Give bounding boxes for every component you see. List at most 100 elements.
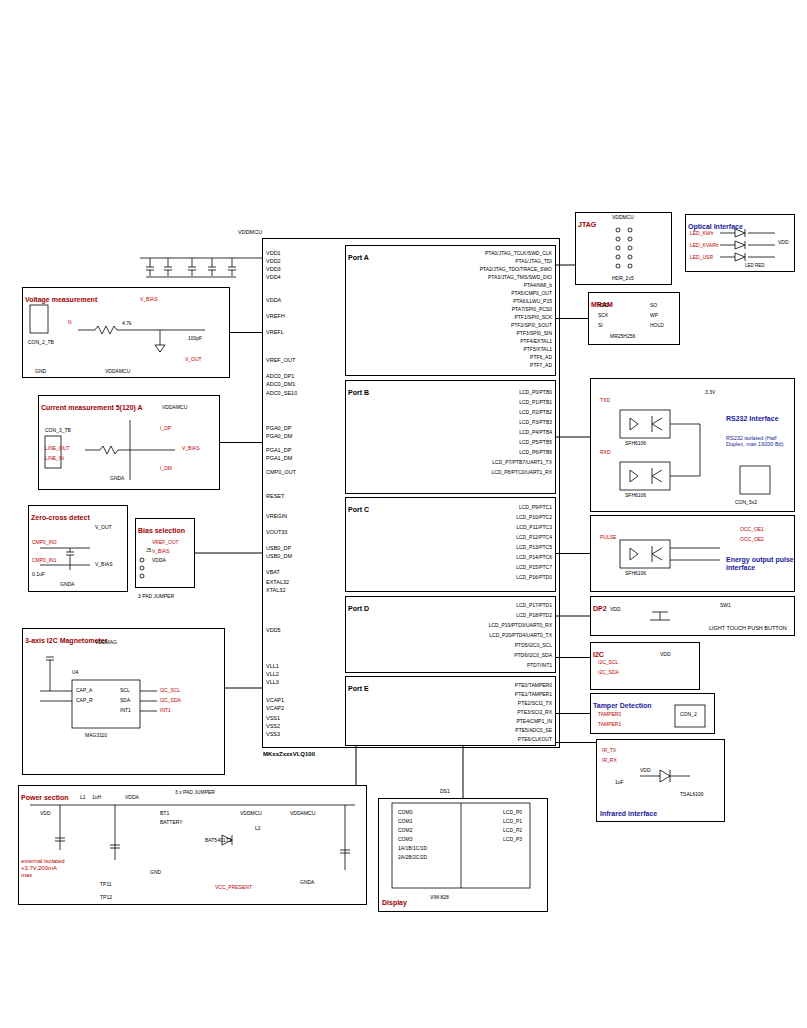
schematic-label: VCAP2 — [266, 706, 284, 712]
circuit-block: DP2LIGHT TOUCH PUSH BUTTON — [590, 596, 795, 636]
port-group: Port B — [345, 380, 556, 494]
schematic-label: MAG3110 — [85, 733, 107, 738]
schematic-label: LCD_P18/PTD2 — [516, 613, 552, 618]
schematic-label: V_BIAS — [182, 446, 200, 451]
schematic-label: 1A/1B/1C/1D — [398, 846, 427, 851]
schematic-label: OCC_OE1 — [740, 527, 764, 532]
schematic-label: CON_2 — [680, 712, 697, 717]
schematic-label: LCD_P3 — [503, 837, 522, 842]
schematic-label: SCL — [120, 688, 130, 693]
schematic-label: PTF1/SPI0_SCK — [514, 315, 552, 320]
schematic-label: SW1 — [720, 603, 731, 608]
schematic-label: LCD_P0 — [503, 810, 522, 815]
schematic-label: CAP_R — [76, 698, 93, 703]
schematic-label: VDDAMCU — [162, 405, 187, 410]
schematic-label: WP — [650, 313, 658, 318]
schematic-label: VREGIN — [266, 514, 287, 520]
schematic-label: PULSE — [600, 535, 616, 540]
circuit-block: Energy output pulse interface — [590, 515, 795, 592]
circuit-block: Voltage measurement — [22, 287, 230, 378]
schematic-label: DS1 — [440, 789, 450, 794]
schematic-label: VDDA — [152, 558, 166, 563]
schematic-label: GND — [150, 870, 161, 875]
block-heading: Display — [382, 899, 442, 907]
schematic-label: LCD_P1 — [503, 819, 522, 824]
connector-wire — [230, 332, 262, 333]
schematic-label: VDD — [610, 607, 621, 612]
connector-wire — [556, 657, 590, 658]
schematic-label: VLL3 — [266, 680, 279, 686]
schematic-label: PTD5/I2C0_SCL — [515, 643, 552, 648]
schematic-label: VREFL — [266, 330, 284, 336]
schematic-label: PTE1/TAMPER1 — [515, 692, 552, 697]
schematic-label: L2 — [255, 826, 261, 831]
connector-wire — [225, 688, 262, 689]
schematic-label: V_BIAS — [95, 562, 113, 567]
schematic-label: I2C_SDA — [598, 670, 619, 675]
schematic-label: VOUT33 — [266, 530, 287, 536]
schematic-label: PTA6/LLWU_P15 — [513, 299, 552, 304]
schematic-label: PTA2/JTAG_TDO/TRACE_SWO — [480, 267, 552, 272]
connector-wire — [556, 437, 590, 438]
schematic-label: PTA4/NMI_b — [524, 283, 552, 288]
schematic-label: VSS2 — [266, 724, 280, 730]
schematic-label: VDD — [40, 811, 51, 816]
schematic-label: VREF_OUT — [266, 358, 295, 364]
schematic-label: SDA — [120, 698, 130, 703]
block-heading: Tamper Detection — [591, 701, 654, 711]
connector-wire — [556, 265, 575, 266]
schematic-label: CMP0_OUT — [266, 470, 296, 476]
schematic-label: COM2 — [398, 828, 412, 833]
schematic-label: VBAT — [266, 570, 280, 576]
schematic-label: PTF2/SPI0_SOUT — [511, 323, 552, 328]
connector-wire — [195, 553, 262, 554]
schematic-label: VDDMCU — [240, 811, 262, 816]
schematic-label: PTA3/JTAG_TMS/SWD_DIO — [488, 275, 552, 280]
schematic-label: L1 — [80, 795, 86, 800]
schematic-label: PTF6_AD — [530, 355, 552, 360]
block-note: external isolated +3.7V,200mA max — [21, 858, 67, 879]
schematic-label: LCD_P1/PTB1 — [519, 400, 552, 405]
block-heading: Port E — [346, 684, 371, 694]
connector-wire — [556, 553, 590, 554]
schematic-label: VDDMAG — [95, 640, 117, 645]
schematic-label: LED RED — [745, 264, 765, 269]
schematic-label: SFH6106 — [625, 571, 646, 576]
schematic-label: INT1 — [120, 708, 131, 713]
schematic-label: SFH6106 — [625, 493, 646, 498]
schematic-label: LCD_P2 — [503, 828, 522, 833]
schematic-label: PTA0/JTAG_TCLK/SWD_CLK — [485, 251, 552, 256]
schematic-label: CMP0_IN1 — [32, 558, 56, 563]
schematic-label: COM1 — [398, 819, 412, 824]
schematic-label: LCD_P16/PTD0 — [516, 575, 552, 580]
schematic-label: SO — [650, 303, 657, 308]
schematic-label: COM0 — [398, 810, 412, 815]
schematic-label: PTE6/CLKOUT — [518, 737, 552, 742]
schematic-label: I_DP — [160, 426, 171, 431]
schematic-label: VREFH — [266, 314, 285, 320]
block-heading: Current measurement 5(120) A — [39, 403, 145, 413]
circuit-block: Zero-cross detect — [28, 505, 128, 592]
schematic-label: VREF_OUT — [152, 540, 179, 545]
block-heading: I2C — [591, 650, 606, 660]
schematic-label: MR25H256 — [610, 334, 635, 339]
schematic-label: PGA1_DP — [266, 448, 291, 454]
schematic-label: I2C_SDA — [160, 698, 181, 703]
schematic-label: RXD — [600, 450, 611, 455]
schematic-label: LCD_P20/PTD4/UART0_TX — [489, 633, 552, 638]
schematic-label: IR_RX — [602, 758, 617, 763]
schematic-label: VDDMCU — [612, 215, 634, 220]
schematic-label: V_OUT — [95, 525, 112, 530]
schematic-label: XTAL32 — [266, 588, 285, 594]
schematic-label: USB0_DP — [266, 546, 291, 552]
schematic-label: ADC0_DM1 — [266, 382, 295, 388]
connector-wire — [463, 746, 464, 798]
schematic-label: SCK — [598, 313, 608, 318]
schematic-label: LCD_P5/PTB5 — [519, 440, 552, 445]
block-heading: DP2 — [591, 604, 609, 614]
schematic-label: LCD_P7/PTB7/UART1_TX — [492, 460, 552, 465]
schematic-label: 3 x PAD JUMPER — [175, 790, 215, 795]
schematic-label: VDD — [660, 652, 671, 657]
schematic-label: VDDMCU — [238, 230, 262, 236]
schematic-label: RESET — [266, 494, 284, 500]
